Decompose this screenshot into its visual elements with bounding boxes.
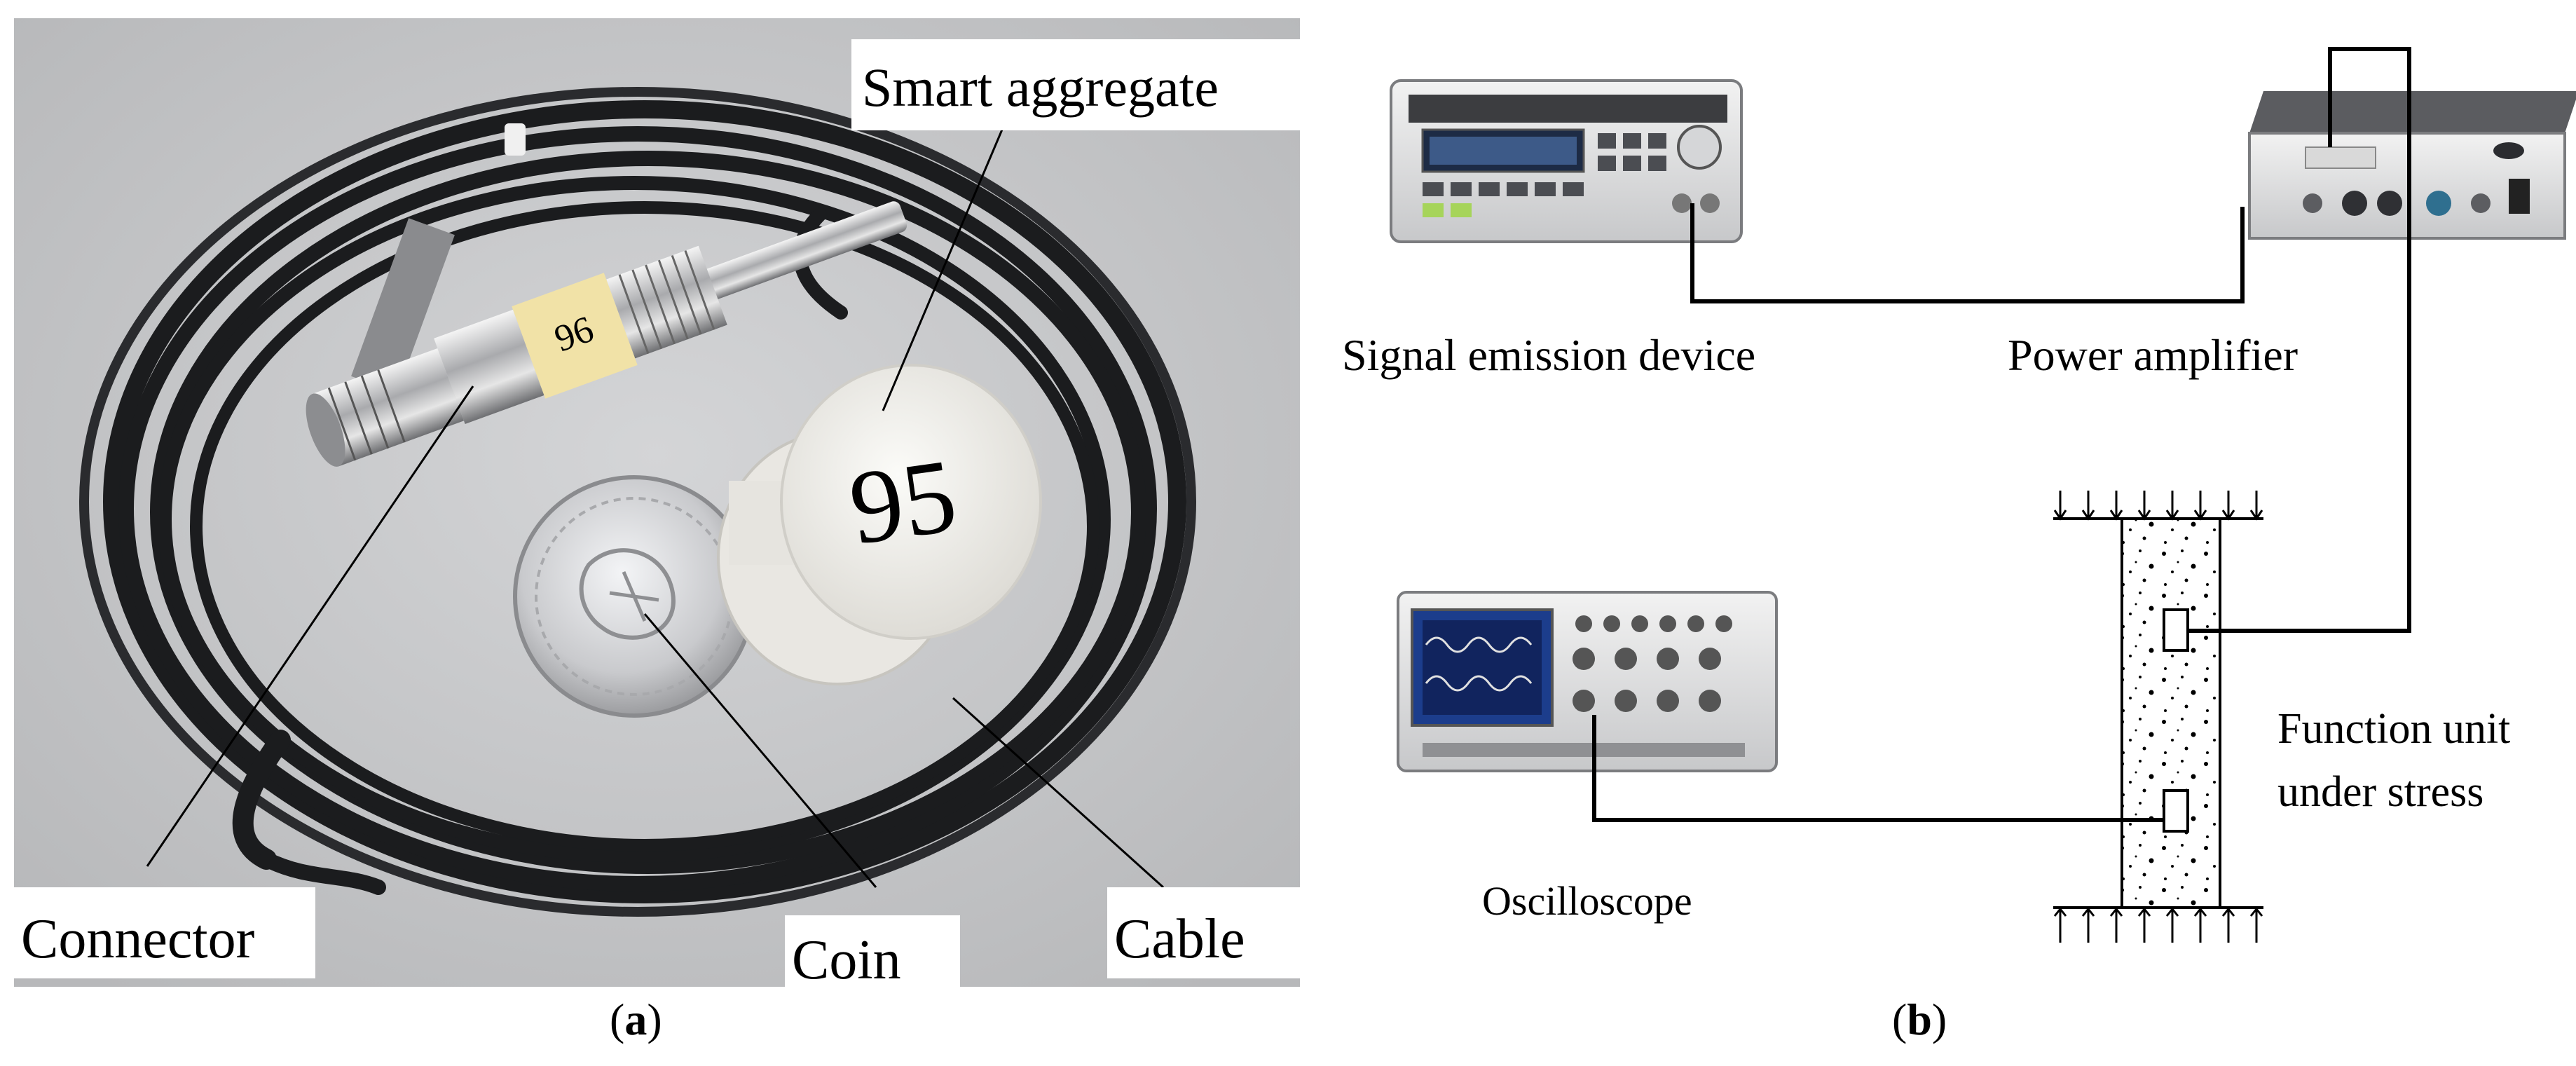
signal-emission-device [1390, 79, 1743, 243]
pointer-lines [146, 88, 1165, 889]
label-power-amplifier: Power amplifier [2008, 330, 2298, 380]
function-unit-under-stress [2053, 491, 2263, 943]
top-load-arrows [2053, 491, 2263, 521]
caption-a-open: ( [610, 995, 625, 1044]
experimental-setup-diagram: Signal emission device Power amplifier O… [1342, 47, 2576, 943]
bottom-load-arrows [2053, 907, 2263, 943]
label-function-unit-line2: under stress [2277, 768, 2483, 816]
caption-b-letter: b [1907, 995, 1932, 1044]
caption-b-close: ) [1931, 995, 1947, 1044]
connector: 96 [306, 201, 907, 467]
caption-a: (a) [610, 994, 662, 1046]
label-bg-coin [785, 915, 960, 987]
sensor-upper [2163, 608, 2189, 652]
label-coin: Coin [792, 929, 901, 987]
label-cable: Cable [1114, 908, 1245, 970]
photo-panel-a: 95 96 [14, 18, 1300, 991]
label-signal-emission-device: Signal emission device [1342, 330, 1755, 380]
smart-aggregate: 95 [351, 218, 1042, 685]
coin [513, 475, 755, 718]
setup-diagram-panel-b: Signal emission device Power amplifier O… [1317, 0, 2576, 995]
caption-b-open: ( [1892, 995, 1907, 1044]
power-amplifier [2248, 91, 2576, 240]
label-smart-aggregate: Smart aggregate [862, 57, 1219, 118]
label-bg-smart-aggregate [851, 39, 1300, 130]
label-bg-cable [1107, 887, 1300, 978]
caption-a-letter: a [624, 995, 648, 1044]
caption-b: (b) [1892, 994, 1947, 1046]
label-bg-connector [14, 887, 315, 978]
cable-tie [505, 123, 526, 156]
label-function-unit-line1: Function unit [2277, 705, 2510, 753]
sensor-lower [2163, 789, 2189, 833]
label-oscilloscope: Oscilloscope [1482, 878, 1692, 924]
aggregate-marking: 95 [843, 437, 964, 566]
oscilloscope [1397, 591, 1778, 772]
connection-wires [1592, 47, 2411, 822]
smart-aggregate-photo: 95 96 [14, 18, 1300, 991]
label-connector: Connector [21, 908, 254, 970]
caption-a-close: ) [647, 995, 662, 1044]
